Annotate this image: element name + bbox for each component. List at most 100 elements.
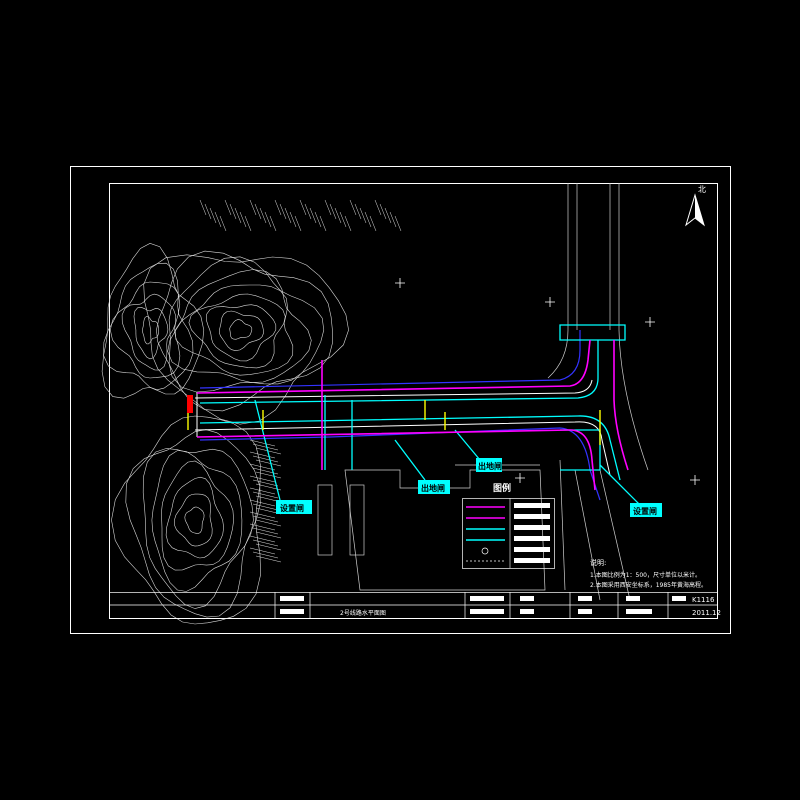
hatch-line bbox=[255, 471, 282, 479]
hatch-line bbox=[252, 503, 279, 511]
contour-line bbox=[219, 310, 264, 352]
hatch-line bbox=[249, 511, 276, 519]
callout-left-text: 设置闸 bbox=[280, 503, 304, 513]
hatch-line bbox=[229, 203, 237, 220]
hatch-line bbox=[289, 211, 297, 228]
callout-mid-a: 出地闸 bbox=[418, 480, 450, 494]
hatch-line bbox=[255, 555, 282, 563]
contour-line bbox=[121, 293, 177, 371]
contour-line bbox=[133, 306, 169, 360]
hatch-line bbox=[304, 203, 312, 220]
hatch-line bbox=[349, 199, 357, 216]
contour-line bbox=[111, 415, 261, 625]
contour-line bbox=[101, 242, 205, 399]
hatch-line bbox=[249, 535, 276, 543]
contour-line bbox=[229, 319, 253, 340]
legend-table: 图例 bbox=[462, 482, 555, 569]
contour-line bbox=[165, 476, 225, 559]
contour-line bbox=[142, 448, 254, 609]
contour-line bbox=[174, 284, 294, 376]
hatch-line bbox=[249, 499, 276, 507]
hatch-line bbox=[384, 207, 392, 224]
hatch-line bbox=[239, 211, 247, 228]
hatch-line bbox=[319, 215, 327, 232]
notes-heading: 说明: bbox=[590, 558, 606, 567]
hatch-line bbox=[224, 199, 232, 216]
hatch-line bbox=[252, 491, 279, 499]
road-right bbox=[547, 183, 649, 601]
hatch-line bbox=[252, 551, 279, 559]
hatch-line bbox=[249, 199, 257, 216]
hatch-line bbox=[364, 211, 372, 228]
hatch-line bbox=[274, 199, 282, 216]
contour-line bbox=[205, 304, 277, 362]
terrain-contours bbox=[101, 242, 349, 625]
hatch-line bbox=[252, 539, 279, 547]
hatch-line bbox=[334, 207, 342, 224]
drawing-title: 2号线路水平面图 bbox=[340, 609, 386, 617]
hatch-line bbox=[254, 203, 262, 220]
red-marker bbox=[187, 395, 193, 413]
hatch-line bbox=[204, 203, 212, 220]
hatch-line bbox=[234, 207, 242, 224]
magenta-pipeline bbox=[196, 339, 629, 491]
title-block bbox=[109, 592, 718, 619]
hatch-line bbox=[339, 211, 347, 228]
contour-line bbox=[156, 250, 333, 412]
contour-line bbox=[174, 493, 213, 547]
contour-line bbox=[143, 254, 349, 425]
hatch-line bbox=[244, 215, 252, 232]
callout-left: 设置闸 bbox=[276, 500, 312, 514]
callout-mid-a-text: 出地闸 bbox=[421, 483, 445, 493]
hatch-line bbox=[252, 479, 279, 487]
hatch-line bbox=[299, 199, 307, 216]
hatch-line bbox=[249, 451, 276, 459]
hatch-line bbox=[249, 439, 276, 447]
hatch-line bbox=[359, 207, 367, 224]
site-boundary bbox=[199, 330, 601, 501]
contour-line bbox=[103, 262, 194, 391]
callout-right: 设置闸 bbox=[630, 503, 662, 517]
outer-frame bbox=[70, 166, 731, 634]
drawing-notes: 说明: 1.本图比例为1：500，尺寸单位以米计。 2.本图采用西安坐标系，19… bbox=[590, 558, 707, 589]
hatch-line bbox=[314, 211, 322, 228]
north-arrow: 北 bbox=[685, 185, 706, 227]
hatch-line bbox=[255, 531, 282, 539]
callout-right-text: 设置闸 bbox=[633, 506, 657, 516]
title-block-text-blocks bbox=[280, 596, 686, 614]
hatch-line bbox=[249, 523, 276, 531]
north-label: 北 bbox=[698, 185, 706, 194]
tunnel-edges bbox=[194, 379, 611, 476]
contour-line bbox=[188, 293, 286, 369]
hatch-line bbox=[214, 211, 222, 228]
contour-line bbox=[109, 281, 181, 379]
contour-line bbox=[161, 460, 235, 571]
notes-line-2: 2.本图采用西安坐标系，1985年黄海高程。 bbox=[590, 581, 707, 589]
hatch-line bbox=[264, 211, 272, 228]
callout-mid-b-text: 出地闸 bbox=[478, 461, 502, 471]
hatch-line bbox=[269, 215, 277, 232]
callout-mid-b: 出地闸 bbox=[476, 458, 502, 472]
hatch-line bbox=[255, 447, 282, 455]
hatch-line bbox=[369, 215, 377, 232]
hatch-line bbox=[249, 547, 276, 555]
hatch-line bbox=[249, 463, 276, 471]
contour-line bbox=[184, 506, 205, 534]
hatch-line bbox=[199, 199, 207, 216]
project-code: K1116 bbox=[692, 596, 715, 604]
hatch-line bbox=[294, 215, 302, 232]
hatch-line bbox=[249, 475, 276, 483]
notes-line-1: 1.本图比例为1：500，尺寸单位以米计。 bbox=[590, 571, 701, 579]
contour-line bbox=[142, 316, 159, 345]
hatch-line bbox=[255, 459, 282, 467]
hatch-line bbox=[252, 527, 279, 535]
hatch-line bbox=[209, 207, 217, 224]
survey-crosses bbox=[395, 278, 700, 485]
contour-line bbox=[151, 450, 243, 592]
hatch-line bbox=[279, 203, 287, 220]
hatch-line bbox=[255, 519, 282, 527]
hatch-line bbox=[219, 215, 227, 232]
hatch-line bbox=[374, 199, 382, 216]
hatch-line bbox=[354, 203, 362, 220]
